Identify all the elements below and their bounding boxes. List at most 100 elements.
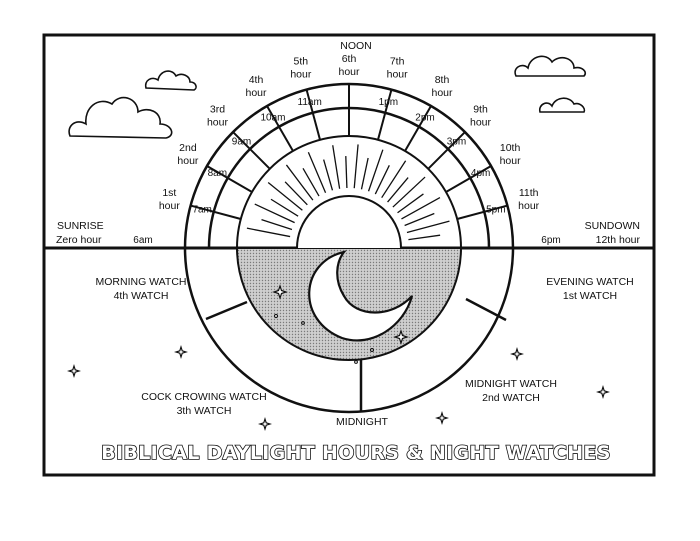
hour-divider <box>445 165 492 193</box>
sun-ray <box>392 176 426 208</box>
moon-craters <box>273 313 374 364</box>
sun-ray <box>302 168 320 197</box>
hour-label: hour <box>290 68 312 80</box>
cloud-icon <box>68 96 173 139</box>
hour-divider <box>232 131 271 170</box>
sundown-hour: 12th hour <box>596 234 641 246</box>
evening-watch-number: 1st WATCH <box>563 290 617 302</box>
hour-time-label: 10am <box>260 112 285 123</box>
sun-ray <box>285 164 314 201</box>
sun-icon <box>246 144 450 241</box>
sun-disc <box>296 195 402 249</box>
star-icon <box>393 329 409 345</box>
hour-time-label: 3pm <box>447 137 466 148</box>
moon-icon <box>308 250 414 342</box>
sun-ray <box>374 165 390 195</box>
diagram-title: BIBLICAL DAYLIGHT HOURS & NIGHT WATCHES <box>101 442 610 464</box>
sun-ray <box>254 203 295 224</box>
hour-label: hour <box>338 66 360 78</box>
sun-ray <box>353 144 359 189</box>
hour-label: hour <box>470 116 492 128</box>
sun-ray <box>401 197 441 220</box>
hour-time-label: 7am <box>192 205 211 216</box>
hour-label: 9th <box>473 103 488 115</box>
sun-ray <box>406 220 450 234</box>
sunrise-hour: Zero hour <box>56 234 102 246</box>
sundown-time: 6pm <box>541 235 560 246</box>
cloud-icon <box>514 55 587 77</box>
hour-label: 2nd <box>179 142 197 154</box>
hour-label: hour <box>500 155 522 167</box>
hour-label: hour <box>387 68 409 80</box>
hour-label: 6th <box>342 53 357 65</box>
sun-ray <box>397 193 424 214</box>
hour-divider <box>377 89 393 141</box>
outer-frame <box>42 33 656 477</box>
star-icon <box>435 411 449 425</box>
hour-time-label: 8am <box>208 168 227 179</box>
star-icon <box>510 347 524 361</box>
hour-time-label: 1pm <box>379 97 398 108</box>
hour-dividers <box>190 84 508 220</box>
night-ring-outer <box>183 247 515 414</box>
hour-label: 4th <box>249 74 264 86</box>
sun-ray <box>307 152 327 194</box>
hour-label: hour <box>177 155 199 167</box>
noon-label: NOON <box>340 40 372 52</box>
morning-watch-number: 4th WATCH <box>114 290 169 302</box>
star-icon <box>174 345 188 359</box>
cloud-icon <box>144 70 197 91</box>
hour-label: 8th <box>435 74 450 86</box>
cock-watch-number: 3th WATCH <box>177 405 232 417</box>
hour-divider <box>206 165 253 193</box>
stars <box>67 284 610 431</box>
sunrise-time: 6am <box>133 235 152 246</box>
hour-label: 5th <box>294 55 309 67</box>
sun-ray <box>267 182 303 211</box>
sun-ray <box>367 149 384 192</box>
hour-divider <box>305 89 321 141</box>
hour-divider <box>190 204 242 220</box>
sun-ray <box>261 218 293 231</box>
hour-divider <box>456 204 508 220</box>
hour-time-label: 9am <box>232 137 251 148</box>
hour-label: 11th <box>519 187 539 199</box>
hour-label: hour <box>245 87 267 99</box>
hour-divider <box>427 131 466 170</box>
hour-label: hour <box>431 87 453 99</box>
morning-watch-label: MORNING WATCH <box>96 276 187 288</box>
midnight-label: MIDNIGHT <box>336 416 388 428</box>
hour-time-label: 4pm <box>471 168 490 179</box>
sun-ray <box>345 156 348 189</box>
sunrise-label: SUNRISE <box>57 220 104 232</box>
sun-ray <box>404 212 435 227</box>
star-icon <box>596 385 610 399</box>
star-icon <box>67 364 81 378</box>
star-icon <box>272 284 288 300</box>
watch-divider <box>465 297 507 322</box>
sun-ray <box>408 234 441 241</box>
star-icon <box>258 417 272 431</box>
hour-label: 1st <box>162 187 176 199</box>
hour-label: 7th <box>390 55 405 67</box>
hour-label: hour <box>159 200 181 212</box>
hour-label: hour <box>207 116 229 128</box>
evening-watch-label: EVENING WATCH <box>546 276 634 288</box>
hour-label: hour <box>518 200 540 212</box>
sun-ray <box>360 157 369 190</box>
hour-time-label: 2pm <box>415 112 434 123</box>
hour-divider <box>404 105 432 152</box>
hour-label: 10th <box>500 142 521 154</box>
cloud-icon <box>538 97 586 113</box>
sun-ray <box>332 145 341 189</box>
sun-ray <box>284 181 308 206</box>
midnight-watch-number: 2nd WATCH <box>482 392 540 404</box>
hour-label: 3rd <box>210 103 225 115</box>
sun-ray <box>387 177 409 203</box>
watch-divider <box>205 300 248 321</box>
sun-ray <box>323 159 334 191</box>
sundown-label: SUNDOWN <box>585 220 640 232</box>
hour-time-label: 11am <box>298 97 322 108</box>
